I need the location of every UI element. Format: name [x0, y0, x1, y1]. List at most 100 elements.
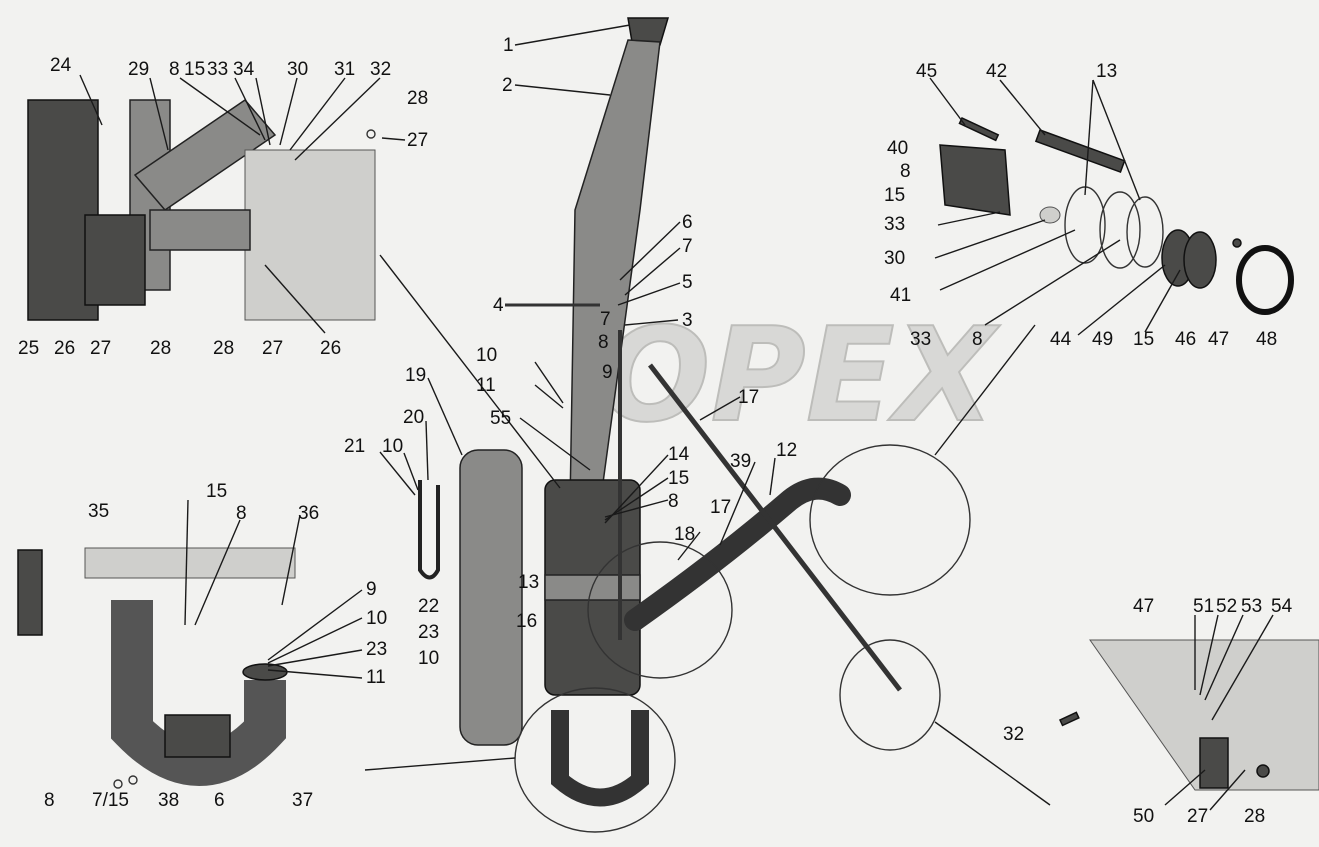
leader-33a	[234, 77, 266, 141]
label-52: 52	[1216, 596, 1237, 617]
label-30b: 30	[884, 248, 905, 269]
label-8g: 8	[44, 790, 55, 811]
nut-28	[1256, 764, 1270, 778]
inset-clamp	[149, 209, 251, 251]
leader-45	[929, 77, 966, 126]
inset-u-pipe	[17, 547, 296, 789]
leader-20	[425, 420, 429, 481]
label-26b: 26	[320, 338, 341, 359]
label-47a: 47	[1208, 329, 1229, 350]
label-20: 20	[403, 407, 424, 428]
label-36: 36	[298, 503, 319, 524]
leader-30a	[279, 77, 298, 146]
label-15e: 15	[206, 481, 227, 502]
label-10d: 10	[366, 608, 387, 629]
label-10a: 10	[476, 345, 497, 366]
label-35: 35	[88, 501, 109, 522]
label-13a: 13	[518, 572, 539, 593]
leader-3	[624, 319, 679, 326]
label-25: 25	[18, 338, 39, 359]
leader-53	[1204, 614, 1244, 701]
leader-8c	[179, 77, 261, 136]
leader-55	[519, 417, 591, 471]
label-7-15: 7/15	[92, 790, 129, 811]
seal-46	[1183, 231, 1217, 289]
label-40: 40	[887, 138, 908, 159]
label-11a: 11	[476, 375, 496, 396]
leader-14	[604, 454, 669, 524]
leader-10d	[267, 617, 363, 664]
leader-24	[79, 74, 103, 126]
leader-7	[624, 247, 681, 296]
leader-36	[281, 514, 301, 606]
flex-pipe-39	[624, 477, 851, 631]
leader-18	[677, 531, 701, 561]
inset-top-clamp-35	[84, 547, 296, 579]
label-49: 49	[1092, 329, 1113, 350]
leader-1	[514, 24, 631, 46]
leader-inset-tl	[379, 254, 561, 489]
label-1: 1	[503, 35, 514, 56]
label-44: 44	[1050, 329, 1072, 350]
leader-34	[255, 77, 271, 146]
spacer-30	[1039, 206, 1061, 224]
inset-band-38	[164, 714, 231, 758]
leader-23b	[267, 649, 363, 667]
label-47b: 47	[1133, 596, 1154, 617]
label-10b: 10	[382, 436, 403, 457]
label-21: 21	[344, 436, 365, 457]
label-23a: 23	[418, 622, 439, 643]
inset-u-pipe-body	[111, 600, 286, 786]
leader-5	[617, 282, 681, 306]
inset-pipe-end	[242, 663, 288, 681]
label-15b: 15	[184, 59, 205, 80]
label-55: 55	[490, 408, 511, 429]
label-16: 16	[516, 611, 537, 632]
label-54: 54	[1271, 596, 1293, 617]
leader-44	[1077, 264, 1166, 336]
label-2: 2	[502, 75, 513, 96]
leader-31	[289, 77, 346, 151]
label-15c: 15	[884, 185, 905, 206]
label-7b: 7	[600, 309, 611, 330]
leader-26b	[264, 264, 326, 334]
inset-muffler-top	[244, 149, 376, 321]
label-11b: 11	[366, 667, 386, 688]
leader-12	[769, 457, 776, 496]
bolt-32	[1059, 711, 1080, 727]
hook-rod-20	[418, 480, 440, 580]
leader-50	[1164, 769, 1206, 806]
label-12: 12	[776, 440, 797, 461]
inset-side-block	[17, 549, 43, 636]
label-39: 39	[730, 451, 751, 472]
label-27a: 27	[407, 130, 428, 151]
inset-washer-15	[128, 775, 138, 785]
label-29: 29	[128, 59, 149, 80]
label-27d: 27	[1187, 806, 1208, 827]
label-53: 53	[1241, 596, 1262, 617]
label-22: 22	[418, 596, 439, 617]
bracket-50	[1199, 737, 1229, 789]
label-5: 5	[682, 272, 693, 293]
label-9a: 9	[602, 362, 613, 383]
label-34: 34	[233, 59, 255, 80]
label-33a: 33	[207, 59, 228, 80]
leader-9b	[267, 589, 363, 661]
leader-13b	[1084, 79, 1094, 196]
leader-17a	[699, 396, 741, 421]
leader-29	[149, 77, 169, 151]
leader-11b	[267, 669, 363, 679]
label-8f: 8	[236, 503, 247, 524]
label-51: 51	[1193, 596, 1214, 617]
label-33b: 33	[884, 214, 905, 235]
bolt-45	[958, 117, 1000, 142]
label-28a: 28	[407, 88, 428, 109]
leader-30b	[934, 219, 1046, 259]
label-31: 31	[334, 59, 355, 80]
inset-mount-bracket	[1059, 639, 1319, 791]
label-14: 14	[668, 444, 690, 465]
label-27b: 27	[90, 338, 111, 359]
label-32b: 32	[1003, 724, 1024, 745]
label-8b: 8	[668, 491, 679, 512]
inset-angled-pipe	[133, 99, 277, 211]
